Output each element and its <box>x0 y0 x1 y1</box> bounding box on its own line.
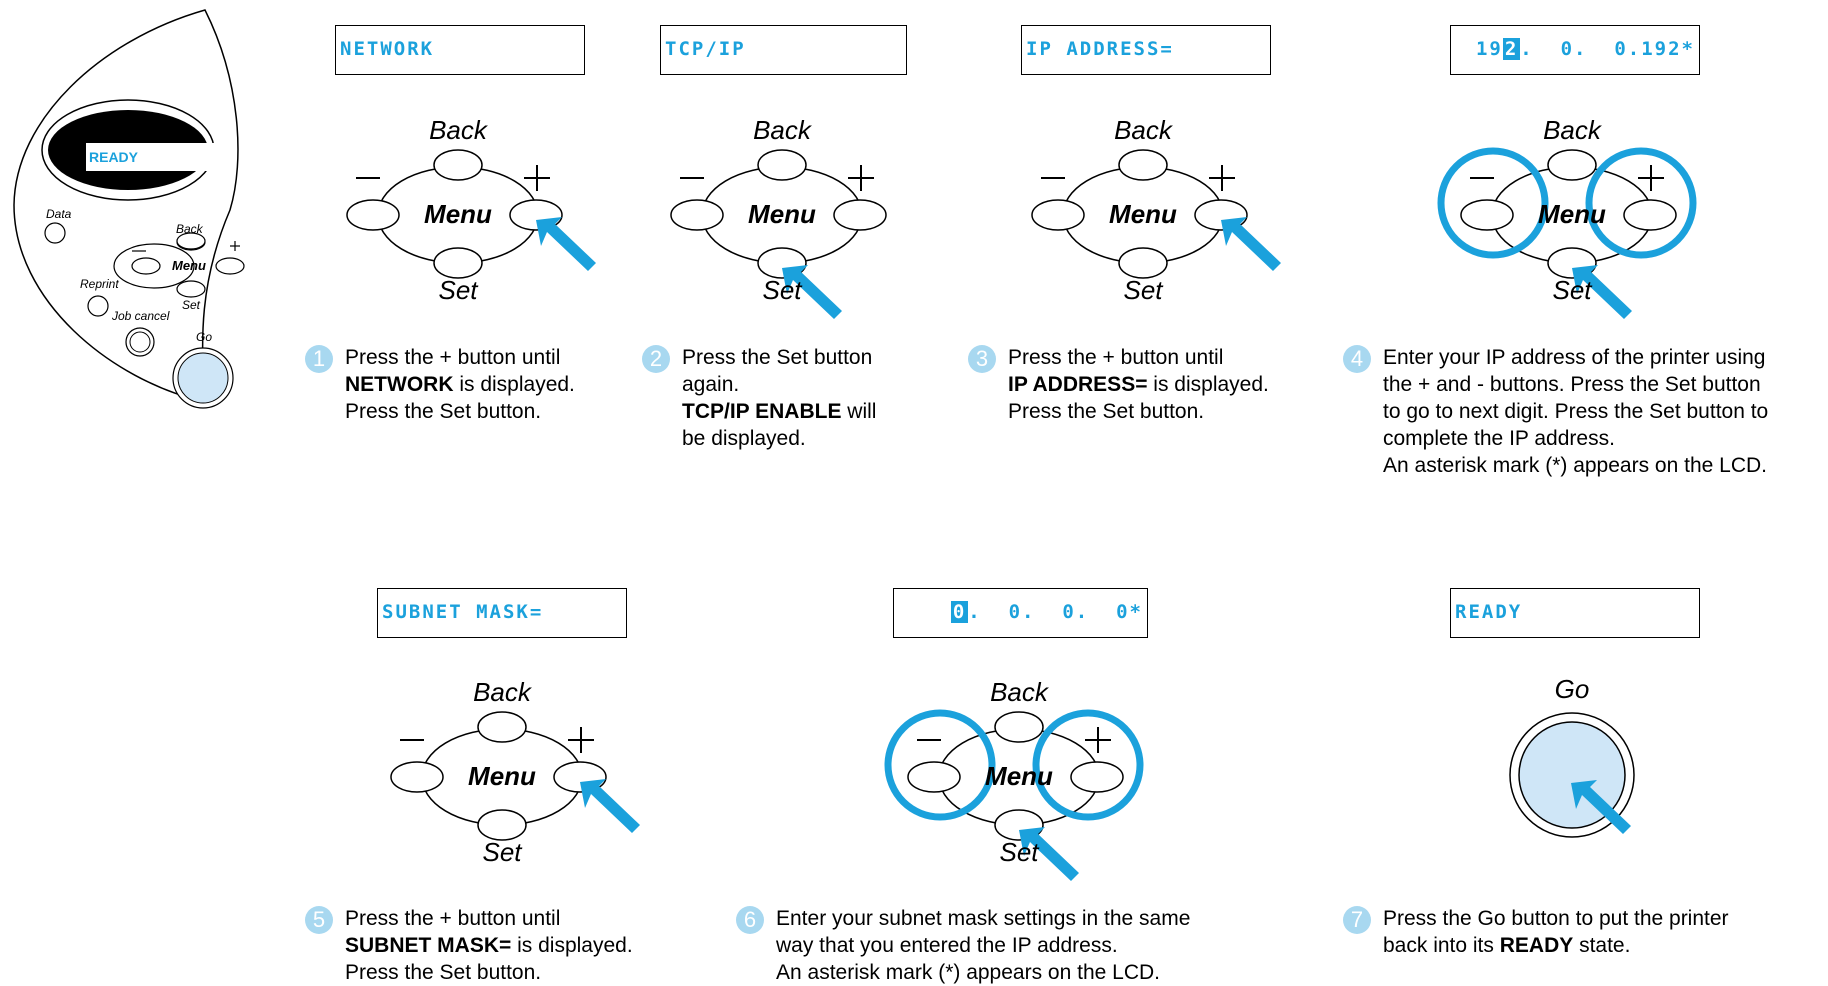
overview-lcd-text: READY <box>89 149 139 165</box>
panel-step-2: Back Menu Set <box>660 115 930 335</box>
go-label: Go <box>1554 674 1590 704</box>
step-3: 3 Press the + button until IP ADDRESS= i… <box>968 344 1269 425</box>
set-label: Set <box>1123 275 1163 305</box>
overview-go-label: Go <box>196 330 213 344</box>
step-4: 4 Enter your IP address of the printer u… <box>1343 344 1768 479</box>
menu-label: Menu <box>1109 199 1177 229</box>
lcd-ip-cursor: 2 <box>1502 38 1521 60</box>
menu-label: Menu <box>468 761 536 791</box>
step-7: 7 Press the Go button to put the printer… <box>1343 905 1729 959</box>
lcd-tcpip: TCP/IP <box>660 25 907 75</box>
step-number: 2 <box>642 345 670 373</box>
menu-label: Menu <box>985 761 1053 791</box>
overview-job-cancel-label: Job cancel <box>112 309 170 323</box>
overview-set-label: Set <box>182 298 201 312</box>
lcd-ip-address: IP ADDRESS= <box>1021 25 1271 75</box>
highlight-minus-button <box>884 709 996 821</box>
pointer-arrow <box>1572 265 1632 319</box>
back-label: Back <box>1543 115 1601 145</box>
panel-step-7: Go <box>1480 674 1750 897</box>
lcd-mask-cursor: 0 <box>950 601 969 623</box>
set-label: Set <box>762 275 802 305</box>
step-text: Press the Set button again. TCP/IP ENABL… <box>682 346 877 450</box>
overview-back-label: Back <box>176 222 203 236</box>
step-number: 4 <box>1343 345 1371 373</box>
lcd-ready: READY <box>1450 588 1700 638</box>
back-label: Back <box>990 677 1048 707</box>
lcd-network: NETWORK <box>335 25 585 75</box>
step-number: 7 <box>1343 906 1371 934</box>
lcd-ip-post: . 0. 0.192* <box>1520 38 1695 60</box>
step-5: 5 Press the + button until SUBNET MASK= … <box>305 905 633 986</box>
highlight-plus-button <box>1585 147 1697 259</box>
pointer-arrow <box>1019 827 1079 881</box>
step-text: Press the + button until SUBNET MASK= is… <box>345 907 633 984</box>
step-number: 3 <box>968 345 996 373</box>
pointer-arrow <box>580 779 640 833</box>
overview-menu-label: Menu <box>172 258 206 273</box>
pointer-arrow <box>1571 780 1631 834</box>
lcd-ip-pre: 19 <box>1475 38 1503 60</box>
back-label: Back <box>429 115 487 145</box>
back-label: Back <box>753 115 811 145</box>
set-label: Set <box>999 837 1039 867</box>
step-text: Enter your IP address of the printer usi… <box>1383 346 1769 477</box>
menu-label: Menu <box>424 199 492 229</box>
lcd-mask-post: . 0. 0. 0* <box>968 601 1143 623</box>
lcd-mask-entry: 0. 0. 0. 0* <box>893 588 1148 638</box>
set-label: Set <box>1552 275 1592 305</box>
menu-label: Menu <box>1538 199 1606 229</box>
step-text: Enter your subnet mask settings in the s… <box>776 907 1191 984</box>
panel-step-1: Back Menu Set <box>336 115 606 335</box>
step-number: 6 <box>736 906 764 934</box>
step-text: Press the + button until NETWORK is disp… <box>345 346 575 423</box>
step-number: 1 <box>305 345 333 373</box>
step-text: Press the Go button to put the printer b… <box>1383 907 1729 957</box>
set-label: Set <box>482 837 522 867</box>
overview-reprint-label: Reprint <box>80 277 119 291</box>
overview-data-label: Data <box>46 207 72 221</box>
set-label: Set <box>438 275 478 305</box>
menu-label: Menu <box>748 199 816 229</box>
step-1: 1 Press the + button until NETWORK is di… <box>305 344 575 425</box>
lcd-subnet-mask: SUBNET MASK= <box>377 588 627 638</box>
control-panel-overview <box>13 9 245 409</box>
panel-step-3: Back Menu Set <box>1021 115 1291 335</box>
back-label: Back <box>473 677 531 707</box>
back-label: Back <box>1114 115 1172 145</box>
panel-step-5: Back Menu Set <box>380 677 650 897</box>
panel-step-6: Back Menu Set <box>884 677 1167 897</box>
step-2: 2 Press the Set button again. TCP/IP ENA… <box>642 344 876 452</box>
step-number: 5 <box>305 906 333 934</box>
pointer-arrow <box>1221 217 1281 271</box>
highlight-plus-button <box>1032 709 1144 821</box>
panel-step-4: Back Menu Set <box>1437 115 1720 335</box>
pointer-arrow <box>782 265 842 319</box>
step-text: Press the + button until IP ADDRESS= is … <box>1008 346 1269 423</box>
step-6: 6 Enter your subnet mask settings in the… <box>736 905 1190 986</box>
highlight-minus-button <box>1437 147 1549 259</box>
pointer-arrow <box>536 217 596 271</box>
